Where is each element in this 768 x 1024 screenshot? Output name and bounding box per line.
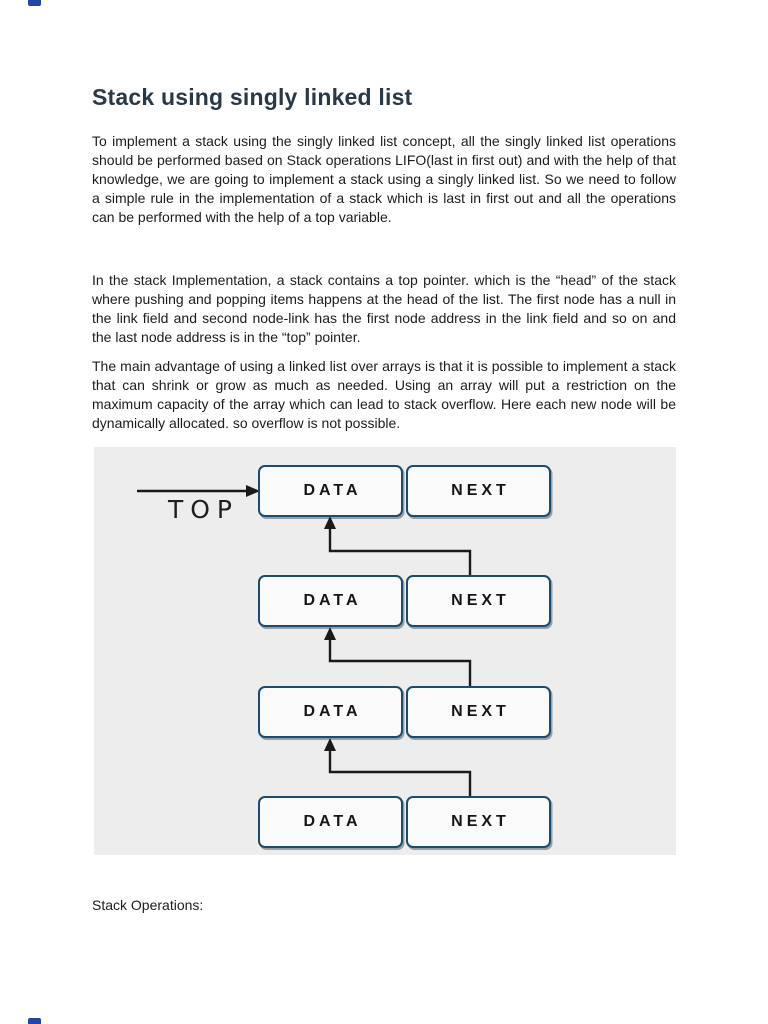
node-row-2: DATA NEXT <box>94 575 676 627</box>
top-pointer-arrow <box>137 485 260 497</box>
node-row-4: DATA NEXT <box>94 796 676 848</box>
node3-data-box: DATA <box>258 686 403 738</box>
page-edge-marker-top <box>28 0 41 6</box>
diagram-connector-arrows <box>137 485 472 796</box>
node-row-3: DATA NEXT <box>94 686 676 738</box>
node2-data-box: DATA <box>258 575 403 627</box>
page-title: Stack using singly linked list <box>92 84 413 110</box>
node1-data-box: DATA <box>258 465 403 517</box>
section-label: Stack Operations: <box>92 897 204 913</box>
connector-node3-to-node2 <box>324 627 472 686</box>
node4-data-box: DATA <box>258 796 403 848</box>
node4-next-box: NEXT <box>406 796 551 848</box>
paragraph-implementation: In the stack Implementation, a stack con… <box>92 272 676 345</box>
node-row-1: DATA NEXT <box>94 465 676 517</box>
paragraph-advantage: The main advantage of using a linked lis… <box>92 358 676 431</box>
connector-node4-to-node3 <box>324 738 472 796</box>
node2-next-box: NEXT <box>406 575 551 627</box>
paragraph-intro: To implement a stack using the singly li… <box>92 133 676 225</box>
connector-node2-to-node1 <box>324 516 472 575</box>
node3-next-box: NEXT <box>406 686 551 738</box>
stack-linked-list-diagram: TOP DATA NEXT DATA NEXT DATA NEXT DATA N… <box>94 447 676 855</box>
top-pointer-label: TOP <box>167 495 240 524</box>
page-edge-marker-bottom <box>28 1018 41 1024</box>
node1-next-box: NEXT <box>406 465 551 517</box>
